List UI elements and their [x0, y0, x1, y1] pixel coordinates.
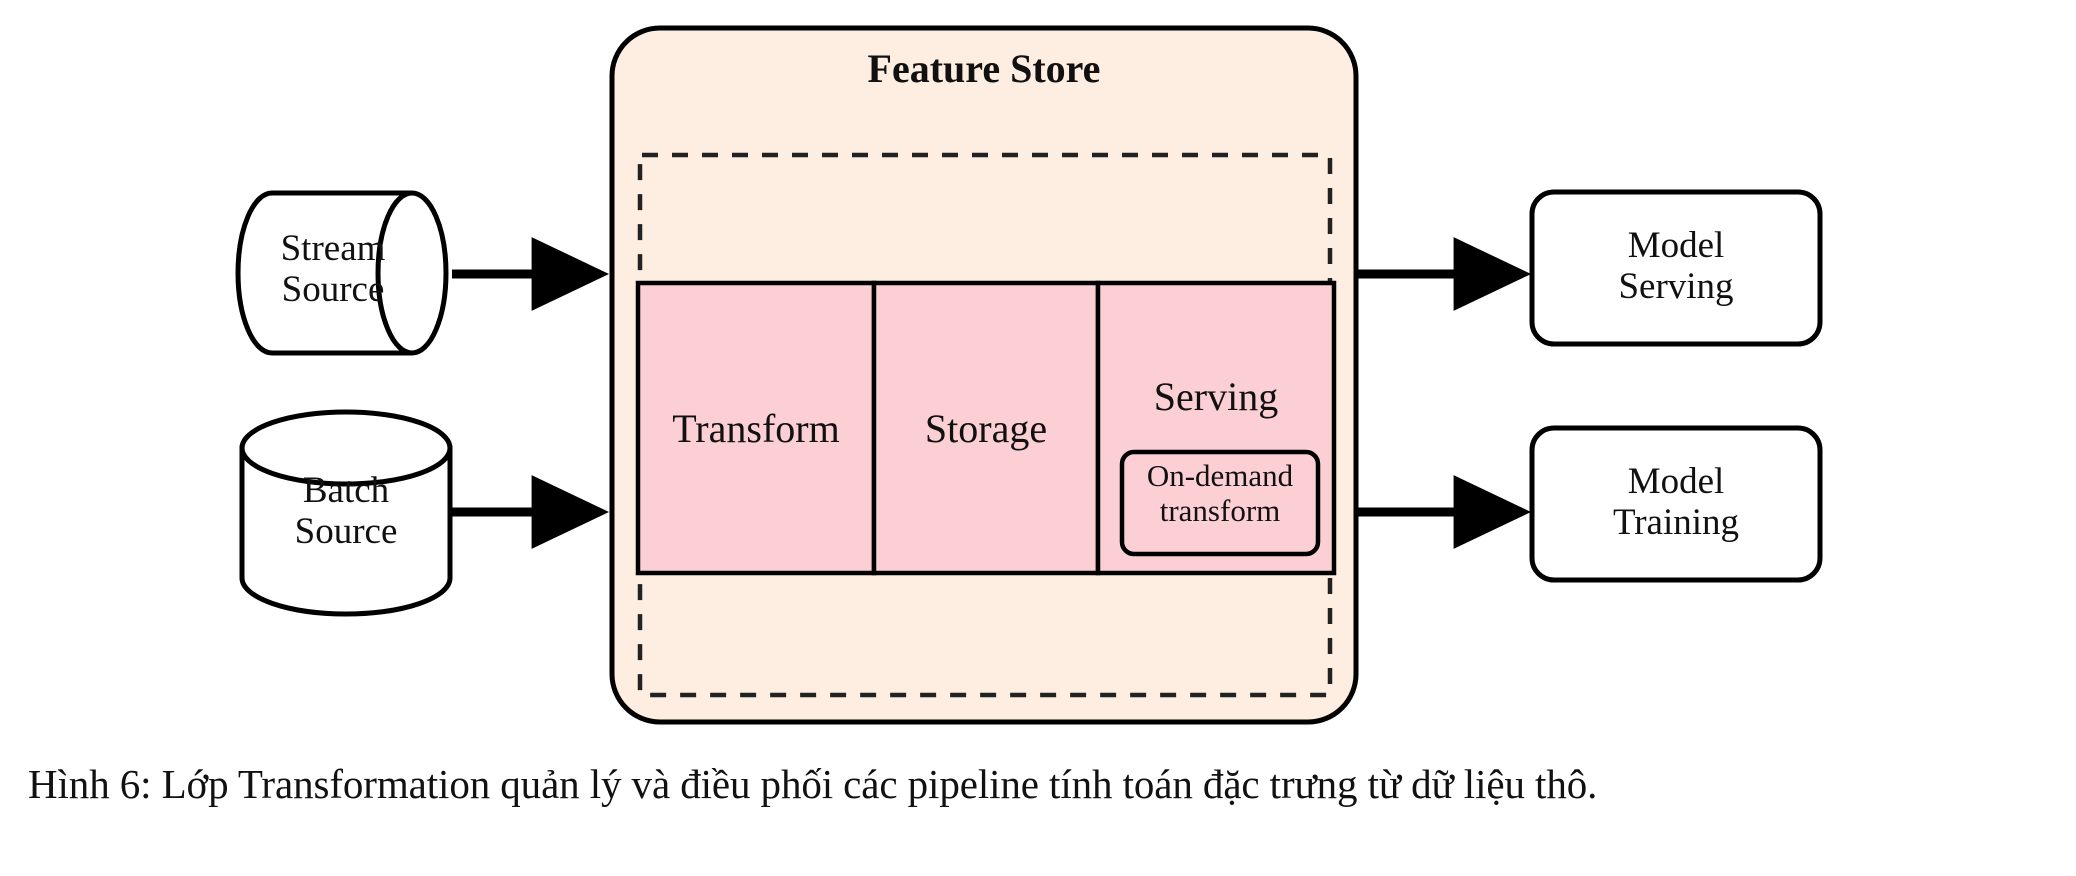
batch-source-shape[interactable]	[239, 409, 453, 617]
panel-storage-shape[interactable]	[871, 280, 1101, 576]
panel-transform-shape[interactable]	[635, 280, 877, 576]
figure-caption: Hình 6: Lớp Transformation quản lý và đi…	[28, 761, 1598, 807]
on-demand-transform-shape[interactable]	[1119, 449, 1321, 557]
stream-source-shape[interactable]	[235, 190, 449, 356]
feature-store-inner-dashed-region	[637, 152, 1333, 698]
model-training-shape[interactable]	[1529, 425, 1823, 583]
model-serving-shape[interactable]	[1529, 189, 1823, 347]
